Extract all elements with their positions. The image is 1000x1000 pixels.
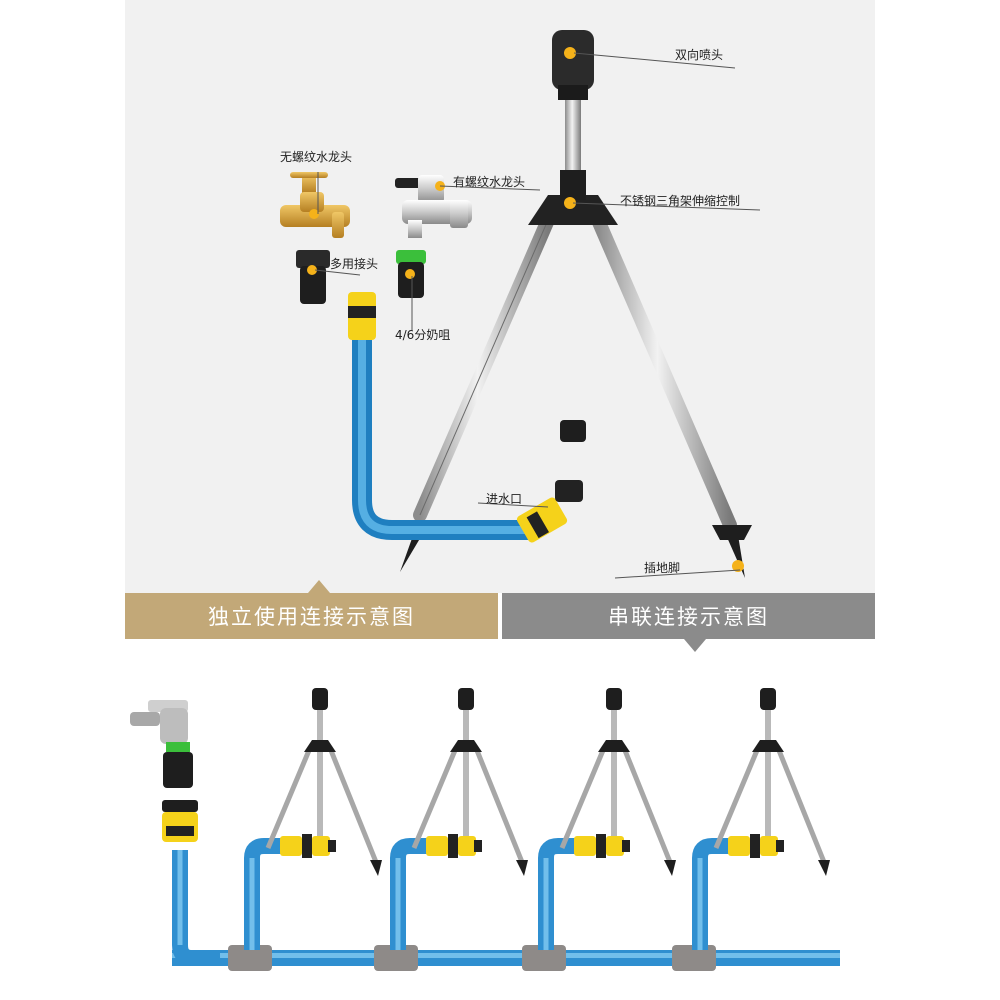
callout-dual-nozzle: 双向喷头 <box>675 48 724 62</box>
dual-nozzle-head <box>552 30 594 100</box>
hose-connector <box>348 292 376 340</box>
callout-water-inlet: 进水口 <box>486 492 523 506</box>
center-post <box>565 95 581 185</box>
series-sprinkler-unit <box>244 688 382 950</box>
adapter-part <box>396 250 426 298</box>
callout-tripod-control: 不锈钢三角架伸缩控制 <box>620 194 741 208</box>
callout-lines <box>314 52 761 579</box>
standalone-banner: 独立使用连接示意图 <box>125 593 498 639</box>
series-banner: 串联连接示意图 <box>502 593 875 639</box>
top-panel <box>125 0 875 593</box>
callout-multi-connector: 多用接头 <box>330 257 379 271</box>
series-tap <box>130 700 198 842</box>
series-sprinkler-unit <box>692 688 830 950</box>
series-sprinkler-unit <box>538 688 676 950</box>
tee-connectors <box>228 945 716 971</box>
inlet-connector <box>516 480 583 543</box>
banner-notch-right <box>684 639 706 652</box>
series-sprinkler-unit <box>390 688 528 950</box>
tripod-legs <box>413 213 737 532</box>
callout-threaded-tap: 有螺纹水龙头 <box>453 175 526 189</box>
callout-ground-spike: 插地脚 <box>644 561 681 575</box>
callout-no-thread-tap: 无螺纹水龙头 <box>280 150 353 164</box>
chrome-tap <box>395 175 472 238</box>
multi-connector-part <box>296 250 330 304</box>
callout-four-six-split: 4/6分奶咀 <box>395 328 451 342</box>
tripod-hub <box>528 170 618 225</box>
banner-notch-left <box>308 580 330 593</box>
